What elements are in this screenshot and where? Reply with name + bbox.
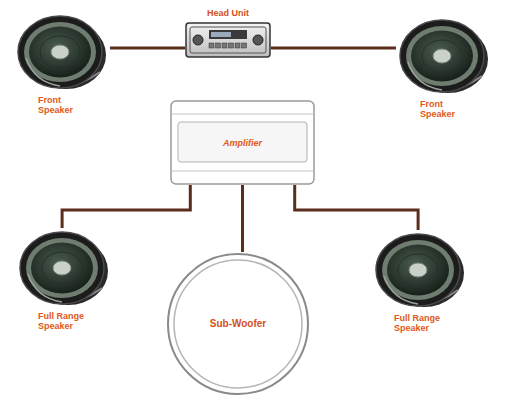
- speaker-node: Front Speaker: [14, 12, 110, 115]
- node-label: Sub-Woofer: [210, 319, 266, 329]
- speaker-node: Full Range Speaker: [16, 228, 112, 331]
- head-unit-node: Head Unit: [185, 8, 271, 60]
- speaker-wire: [62, 185, 190, 228]
- speaker-wire: [110, 47, 185, 50]
- node-label: Amplifier: [223, 138, 262, 148]
- speaker-wire: [295, 185, 418, 230]
- node-label: Full Range Speaker: [394, 313, 454, 333]
- speaker-picture: [14, 12, 110, 92]
- amplifier-box: Amplifier: [170, 100, 315, 185]
- head-unit-picture: [185, 20, 271, 60]
- node-label: Head Unit: [207, 8, 249, 18]
- speaker-wire: [271, 47, 396, 50]
- speaker-picture: [372, 230, 468, 310]
- speaker-picture: [396, 16, 492, 96]
- node-label: Front Speaker: [420, 99, 470, 119]
- node-label: Front Speaker: [38, 95, 88, 115]
- sub-woofer-circle: Sub-Woofer: [166, 252, 310, 396]
- speaker-node: Full Range Speaker: [372, 230, 468, 333]
- speaker-wire: [241, 185, 244, 252]
- node-label: Full Range Speaker: [38, 311, 98, 331]
- speaker-picture: [16, 228, 112, 308]
- speaker-node: Front Speaker: [396, 16, 492, 119]
